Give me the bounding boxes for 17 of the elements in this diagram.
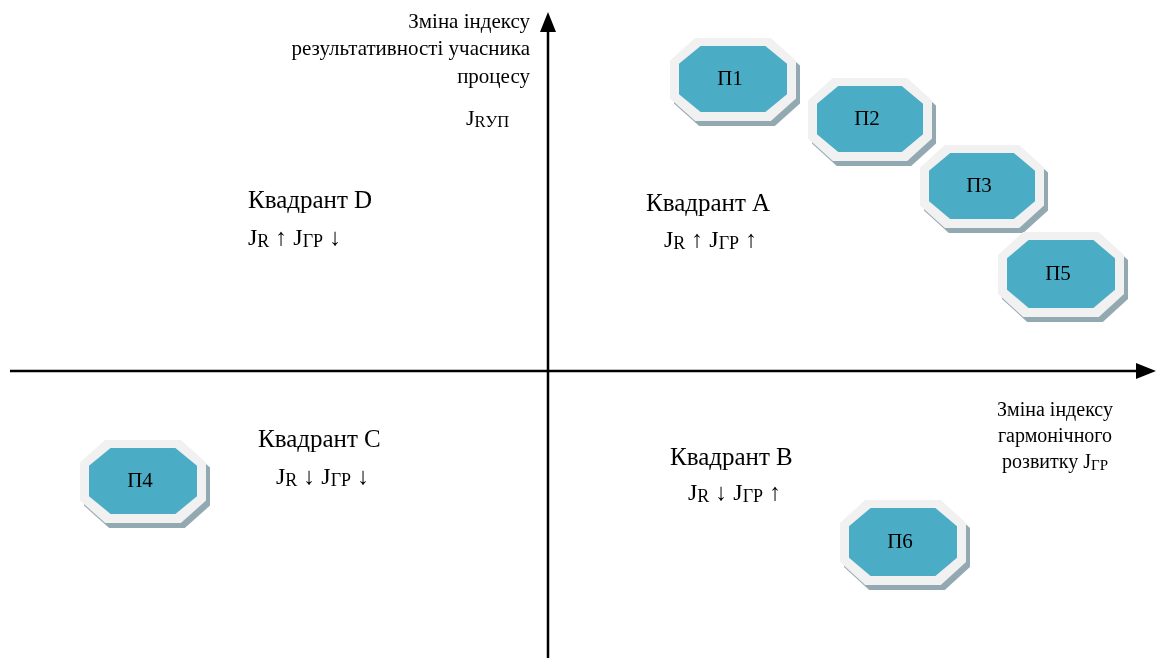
node-label: П5 <box>1045 260 1071 286</box>
quadrant-title: Квадрант B <box>670 442 793 472</box>
quadrant-title: Квадрант C <box>258 424 381 454</box>
quadrant-title: Квадрант A <box>646 188 771 218</box>
quadrant-formula: J$_{R}$ ↑ J$_{ГР}$ ↓ <box>248 223 342 253</box>
node-label: П2 <box>854 105 880 131</box>
node-label: П4 <box>127 467 153 493</box>
quadrant-formula: J$_{R}$ ↓ J$_{ГР}$ ↓ <box>276 462 370 492</box>
node-label: П6 <box>887 528 913 554</box>
node-label: П3 <box>966 172 992 198</box>
axis-symbol: J$_{RУП}$ <box>466 104 510 133</box>
axis-title: Зміна індексу результативності учасника процесу <box>290 8 530 90</box>
node-label: П1 <box>717 65 743 91</box>
quadrant-formula: J$_{R}$ ↑ J$_{ГР}$ ↑ <box>664 225 758 255</box>
axis-title: Зміна індексу гармонічного розвитку J$_{ГР}$ <box>996 397 1114 475</box>
quadrant-formula: J$_{R}$ ↓ J$_{ГР}$ ↑ <box>688 478 782 508</box>
quadrant-title: Квадрант D <box>248 185 373 215</box>
